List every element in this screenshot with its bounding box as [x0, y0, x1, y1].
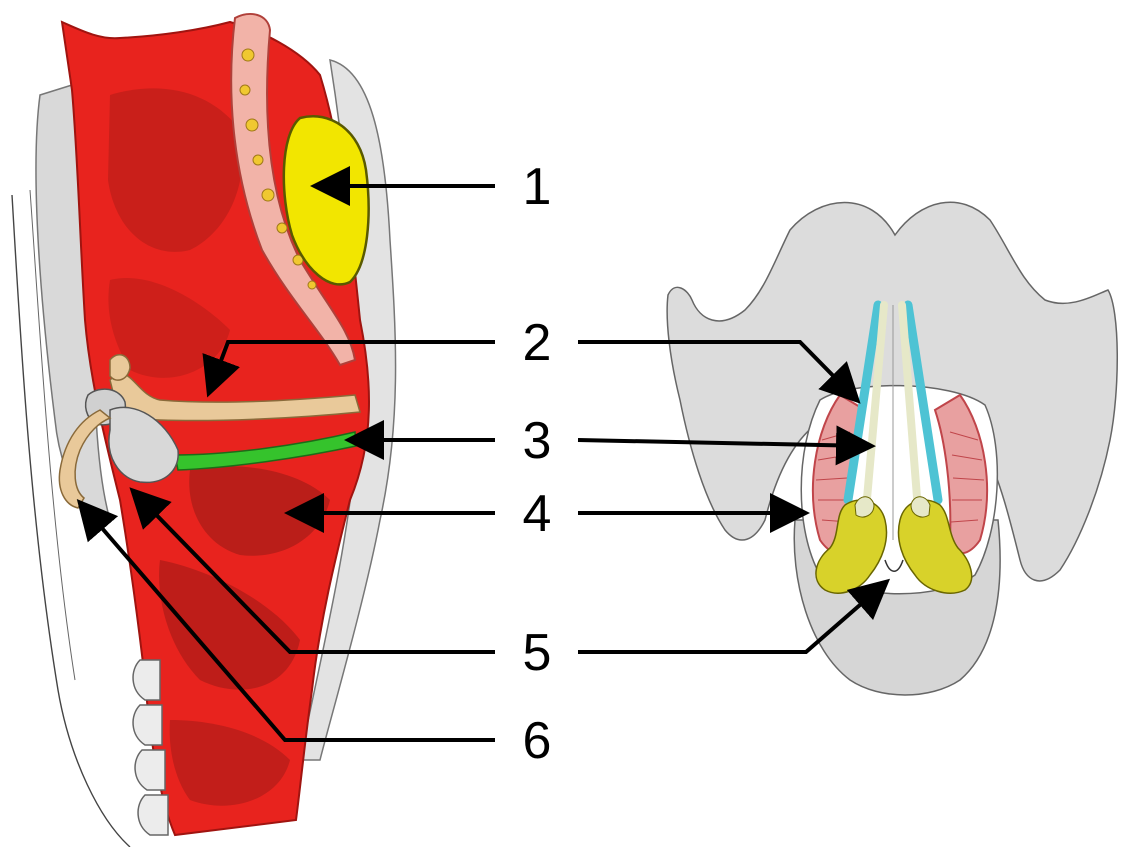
superior-glottis-illustration: [667, 202, 1117, 695]
sagittal-larynx-illustration: [12, 14, 396, 847]
cuneiform-nub: [110, 355, 130, 380]
label-1: 1: [523, 158, 552, 216]
corniculate-left-superior: [855, 497, 874, 517]
number-labels: 1 2 3 4 5 6: [523, 158, 552, 770]
corniculate-right-superior: [911, 497, 930, 517]
label-5: 5: [523, 624, 552, 682]
label-2: 2: [523, 314, 552, 372]
label-3: 3: [523, 412, 552, 470]
label-6: 6: [523, 712, 552, 770]
label-4: 4: [523, 485, 552, 543]
